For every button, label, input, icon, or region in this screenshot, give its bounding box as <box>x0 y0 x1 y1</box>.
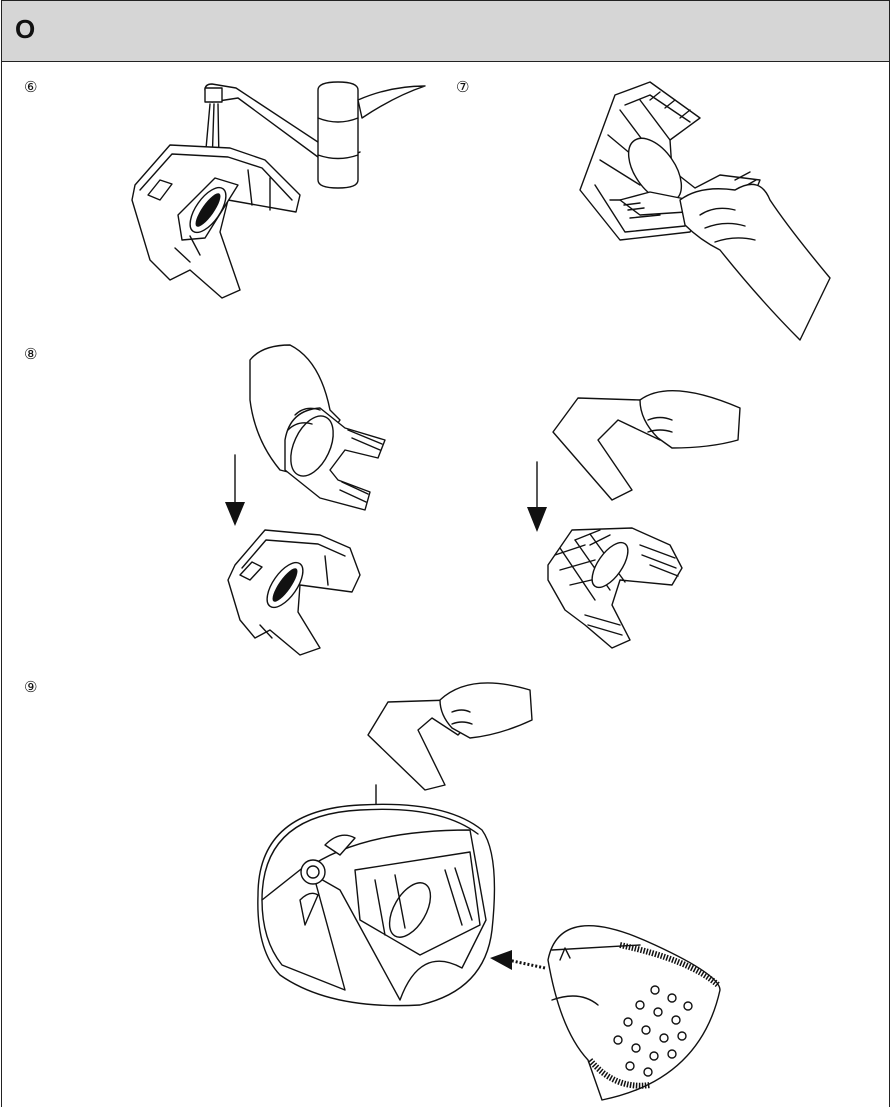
step-6-illustration <box>132 82 425 298</box>
hand-holding-filter-icon <box>250 345 385 510</box>
dust-tray-icon <box>132 145 300 298</box>
robot-vacuum-icon <box>258 804 495 1005</box>
step-8-left-illustration <box>225 345 385 655</box>
sponge-in-hand-icon <box>368 683 532 790</box>
step-8-right-illustration <box>527 391 740 648</box>
cover-panel-icon <box>548 926 720 1100</box>
arrow-down-icon <box>225 502 245 526</box>
sponge-icon <box>553 391 740 500</box>
dust-tray-icon <box>228 530 360 655</box>
filter-in-tray-icon <box>548 528 682 648</box>
step-9-illustration <box>258 683 720 1100</box>
dotted-arrow-icon <box>490 950 545 970</box>
step-7-illustration <box>580 82 830 340</box>
brush-hand-icon <box>620 184 830 340</box>
arrow-down-icon <box>527 507 547 532</box>
